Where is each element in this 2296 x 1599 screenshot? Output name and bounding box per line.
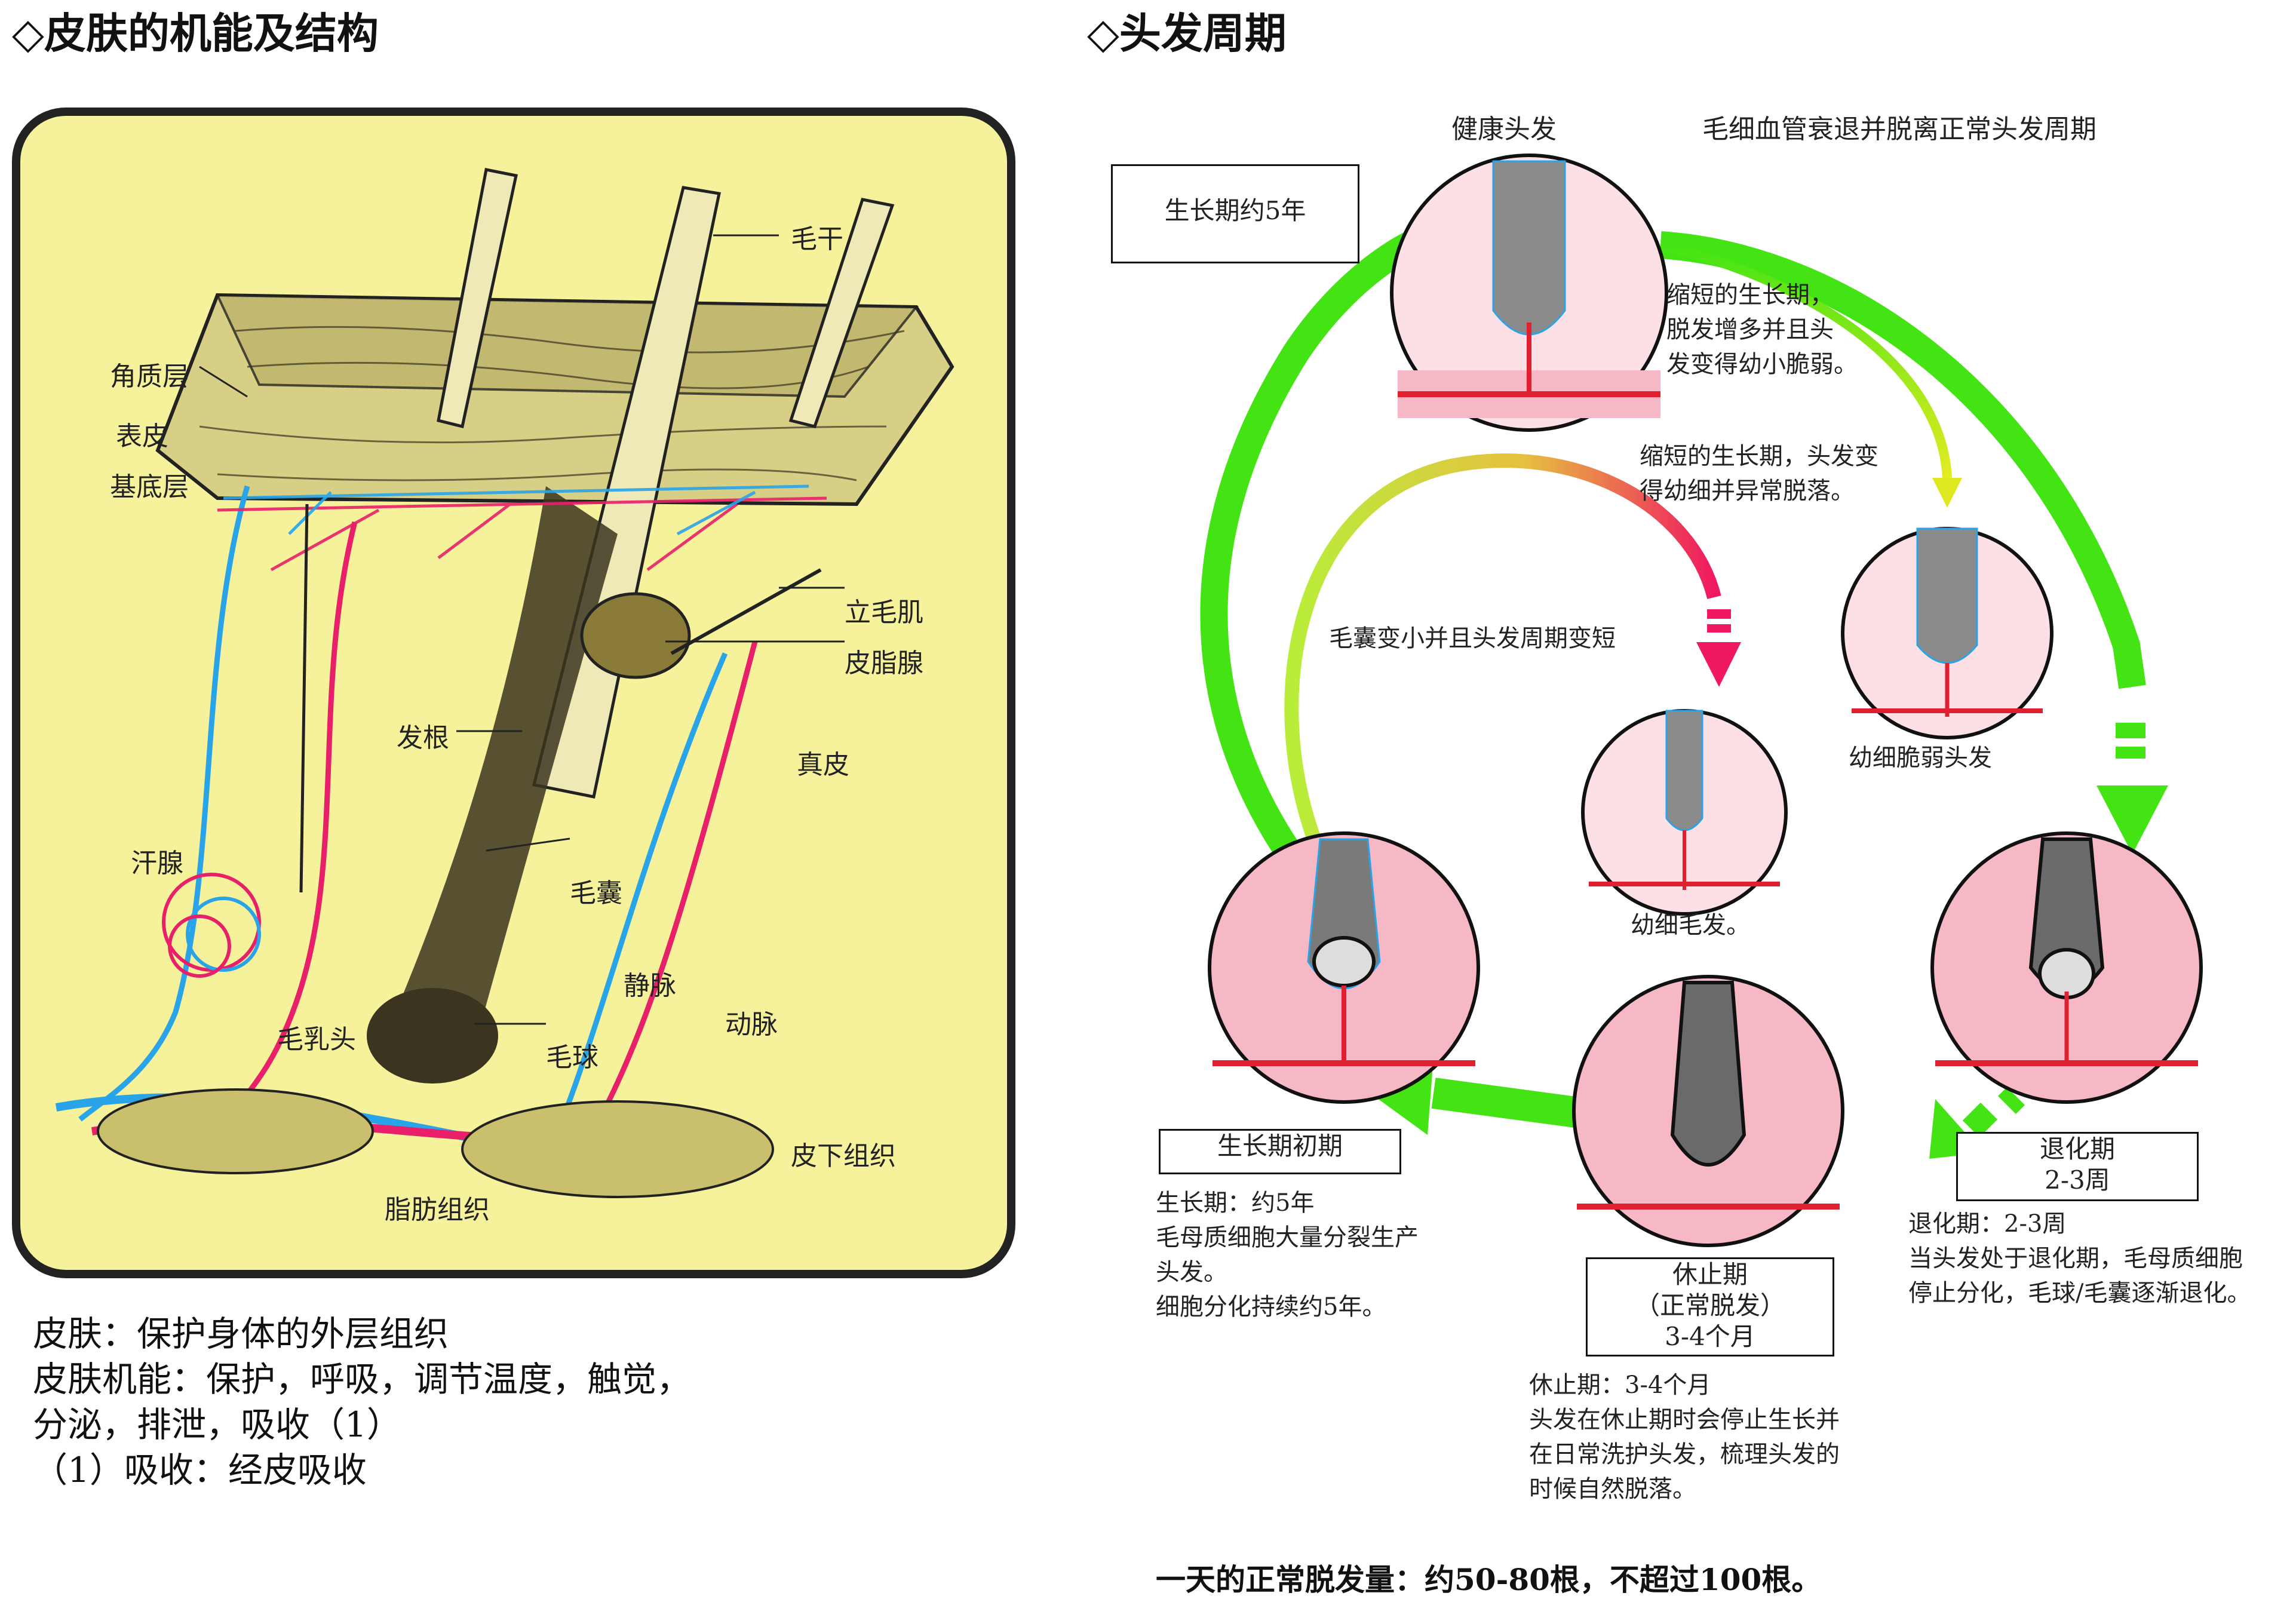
note-line: 退化期：2-3周: [1908, 1210, 2067, 1238]
circle-early-growth: [1208, 831, 1480, 1104]
early-growth-box-label: 生长期初期: [1217, 1131, 1343, 1161]
note-line: 脱发增多并且头: [1666, 316, 1834, 343]
rest-box-line: （正常脱发）: [1634, 1291, 1785, 1320]
shortened-note-2: 缩短的生长期，头发变 得幼细并异常脱落。: [1640, 439, 1878, 508]
catagen-note: 退化期：2-3周 当头发处于退化期，毛母质细胞 停止分化，毛球/毛囊逐渐退化。: [1908, 1207, 2251, 1310]
circle-healthy-hair: [1390, 154, 1668, 432]
note-line: 头发。: [1156, 1259, 1227, 1286]
label-fat-tissue: 脂肪组织: [385, 1195, 490, 1225]
skin-diagram-panel: 角质层 表皮 基底层 毛干 立毛肌 皮脂腺 发根 真皮 汗腺 毛囊 静脉 动脉 …: [12, 108, 1015, 1278]
growth-phase-box-label: 生长期约5年: [1164, 196, 1306, 225]
hair-cycle-heading: ◇头发周期: [1087, 9, 1287, 58]
catagen-box-line: 2-3周: [2045, 1165, 2110, 1195]
catagen-box: 退化期 2-3周: [1956, 1132, 2199, 1201]
label-artery: 动脉: [725, 1009, 778, 1040]
label-basal-layer: 基底层: [110, 472, 189, 502]
label-arrector-muscle: 立毛肌: [845, 597, 923, 628]
skin-text-line: 皮肤机能：保护，呼吸，调节温度，触觉，: [33, 1359, 692, 1399]
label-hair-shaft: 毛干: [791, 224, 843, 254]
rest-box-line: 休止期: [1672, 1260, 1748, 1289]
note-line: 发变得幼小脆弱。: [1666, 351, 1858, 378]
rest-phase-note: 休止期：3-4个月 头发在休止期时会停止生长并 在日常洗护头发，梳理头发的 时候…: [1529, 1368, 1840, 1506]
label-fine-hair: 幼细毛发。: [1631, 911, 1750, 939]
circle-weak-hair: [1841, 527, 2053, 739]
note-line: 停止分化，毛球/毛囊逐渐退化。: [1908, 1279, 2251, 1307]
note-line: 缩短的生长期，: [1666, 281, 1834, 309]
circle-rest-phase: [1572, 975, 1844, 1247]
label-subcutaneous: 皮下组织: [791, 1141, 896, 1171]
skin-description: 皮肤：保护身体的外层组织 皮肤机能：保护，呼吸，调节温度，触觉， 分泌，排泄，吸…: [33, 1311, 691, 1493]
note-line: 细胞分化持续约5年。: [1156, 1293, 1386, 1321]
daily-hair-loss-footer: 一天的正常脱发量：约50-80根，不超过100根。: [1156, 1562, 1822, 1597]
note-line: 休止期：3-4个月: [1529, 1371, 1711, 1399]
skin-text-line: （1）吸收：经皮吸收: [33, 1450, 367, 1490]
label-follicle: 毛囊: [570, 878, 622, 909]
follicle-shrink-note: 毛囊变小并且头发周期变短: [1329, 625, 1616, 652]
label-sweat-gland: 汗腺: [131, 848, 183, 879]
rest-phase-box: 休止期 （正常脱发） 3-4个月: [1586, 1257, 1834, 1356]
label-capillary-title: 毛细血管衰退并脱离正常头发周期: [1702, 114, 2097, 145]
label-keratin-layer: 角质层: [110, 361, 189, 392]
note-line: 缩短的生长期，头发变: [1640, 443, 1878, 470]
skin-cross-section-illustration: [55, 168, 954, 1198]
label-sebaceous-gland: 皮脂腺: [845, 648, 923, 679]
circle-catagen: [1930, 831, 2203, 1104]
hair-cycle-diagram: [1200, 154, 2203, 1247]
skin-text-line: 皮肤：保护身体的外层组织: [33, 1313, 449, 1354]
cycle-arc-left: [1200, 232, 1416, 862]
label-epidermis: 表皮: [116, 421, 168, 452]
label-hair-bulb: 毛球: [546, 1042, 598, 1073]
skin-section-heading: ◇皮肤的机能及结构: [12, 9, 379, 58]
catagen-box-line: 退化期: [2039, 1134, 2115, 1164]
label-weak-hair: 幼细脆弱头发: [1849, 744, 1992, 772]
label-dermis: 真皮: [797, 750, 849, 780]
note-line: 时候自然脱落。: [1529, 1475, 1696, 1503]
rest-box-line: 3-4个月: [1665, 1322, 1755, 1351]
label-vein: 静脉: [624, 971, 676, 1001]
arrow-head-catagen: [2097, 785, 2168, 854]
skin-text-line: 分泌，排泄，吸收（1）: [33, 1404, 401, 1445]
growth-phase-box: 生长期约5年: [1111, 164, 1359, 263]
note-line: 生长期：约5年: [1156, 1189, 1315, 1217]
cycle-arc-right: [1659, 231, 2146, 689]
label-hair-root: 发根: [397, 723, 449, 753]
label-papilla: 毛乳头: [277, 1024, 356, 1055]
note-line: 当头发处于退化期，毛母质细胞: [1908, 1245, 2243, 1272]
note-line: 头发在休止期时会停止生长并: [1529, 1406, 1840, 1434]
note-line: 得幼细并异常脱落。: [1640, 477, 1855, 505]
note-line: 毛母质细胞大量分裂生产: [1156, 1224, 1419, 1251]
label-healthy-hair: 健康头发: [1451, 114, 1557, 145]
early-growth-note: 生长期：约5年 毛母质细胞大量分裂生产 头发。 细胞分化持续约5年。: [1156, 1186, 1419, 1324]
shortened-note-1: 缩短的生长期， 脱发增多并且头 发变得幼小脆弱。: [1666, 278, 1858, 382]
early-growth-box: 生长期初期: [1159, 1129, 1401, 1174]
circle-fine-hair: [1581, 709, 1788, 916]
cycle-arc-inner: [1284, 453, 1721, 857]
note-line: 在日常洗护头发，梳理头发的: [1529, 1441, 1840, 1468]
